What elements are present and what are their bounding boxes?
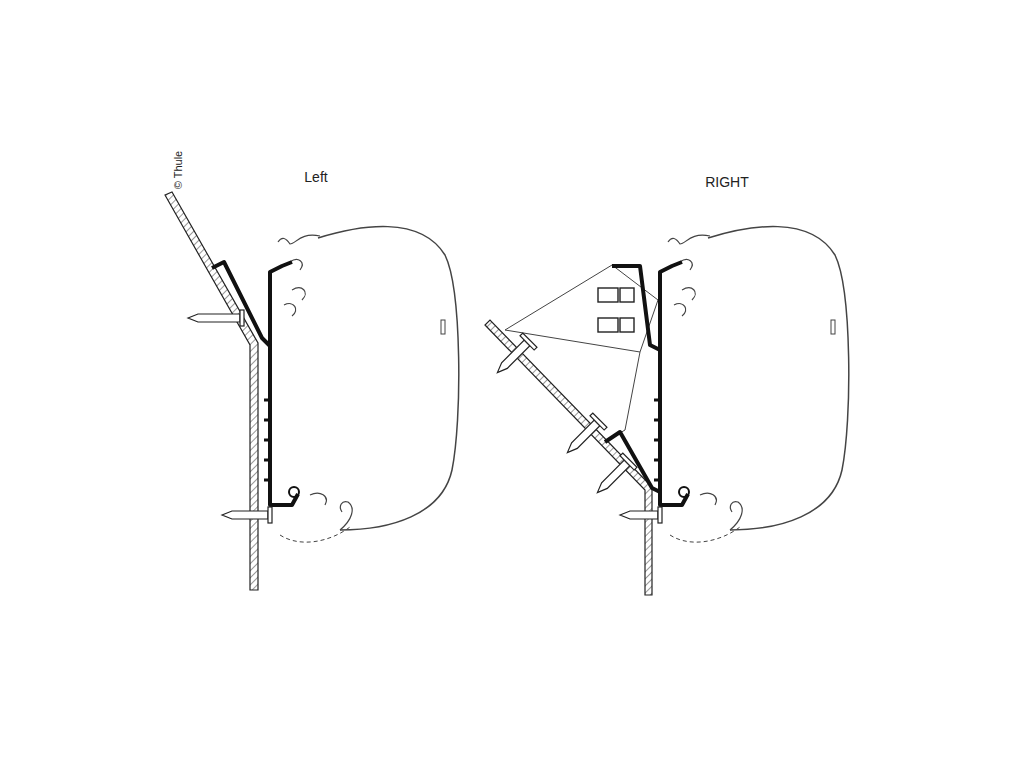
side-label: Left	[304, 170, 327, 185]
side-label: RIGHT	[705, 175, 749, 190]
copyright-watermark: © Thule	[172, 151, 184, 189]
